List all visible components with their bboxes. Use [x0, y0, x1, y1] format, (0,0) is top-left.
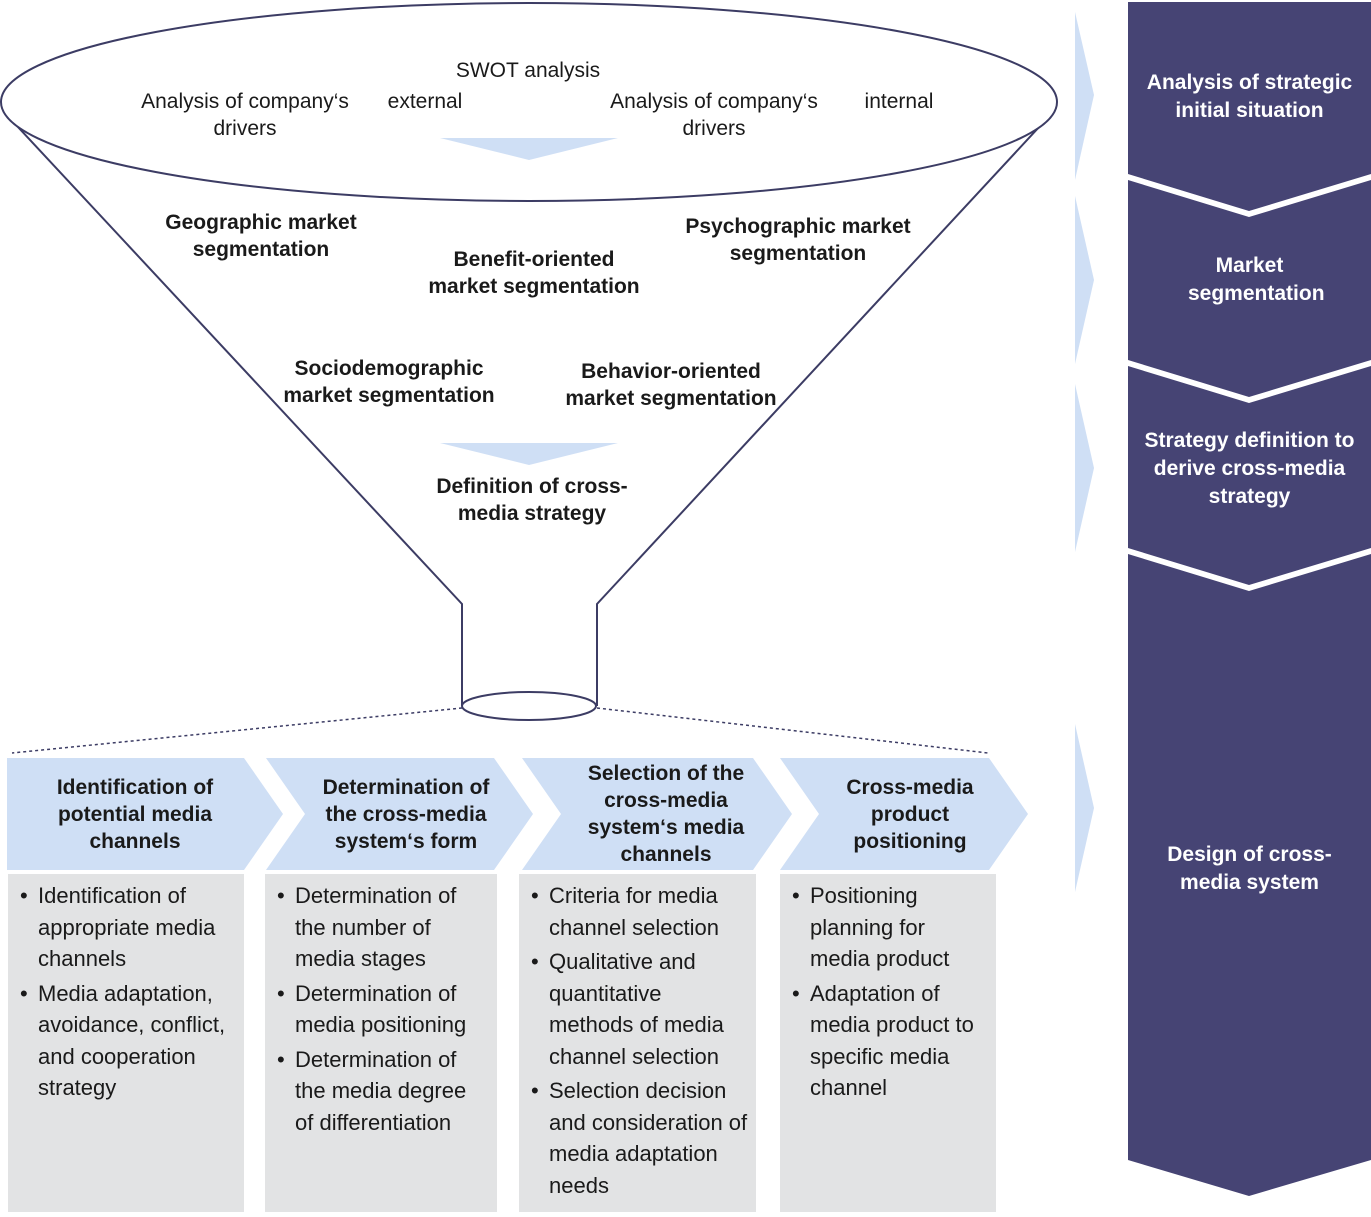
step-chevron-2 — [266, 758, 533, 870]
step-title-1: Identification of potential media channe… — [56, 776, 214, 853]
list-item: Qualitative and quantitative methods of … — [531, 946, 748, 1072]
strategy-definition-label: Definition of cross-media strategy — [436, 475, 628, 525]
step-details-2: Determination of the number of media sta… — [265, 874, 497, 1212]
stage-label-design: Design of cross-media system — [1167, 843, 1332, 894]
benefit-segmentation: Benefit-oriented market segmentation — [428, 248, 640, 298]
dotted-line-left — [11, 707, 463, 754]
down-arrow-swot — [440, 138, 618, 160]
stage-chevron-2 — [1128, 180, 1371, 397]
down-arrow-segments — [440, 443, 618, 465]
geographic-segmentation: Geographic market segmentation — [165, 211, 357, 261]
psychographic-segmentation: Psychographic market segmentation — [685, 215, 911, 265]
sociodemographic-segmentation: Sociodemographic market segmentation — [283, 357, 495, 407]
list-item: Adaptation of media product to specific … — [792, 978, 988, 1104]
funnel-spout-ellipse — [461, 691, 597, 721]
step-title-3: Selection of the cross-media system‘s me… — [587, 762, 745, 866]
funnel-body — [3, 111, 1054, 706]
stage-label-strategy-definition: Strategy definition to derive cross-medi… — [1144, 429, 1355, 508]
stage-marker-3 — [1075, 384, 1094, 552]
internal-label: internal — [864, 90, 934, 113]
step-details-1: Identification of appropriate media chan… — [8, 874, 244, 1212]
list-item: Determination of media positioning — [277, 978, 489, 1041]
funnel-top-ellipse — [0, 2, 1058, 202]
stage-marker-2 — [1075, 196, 1094, 364]
stage-chevron-1 — [1128, 2, 1371, 211]
stage-chevron-4 — [1128, 554, 1371, 1196]
list-item: Criteria for media channel selection — [531, 880, 748, 943]
stage-label-market-segmentation: Market segmentation — [1188, 254, 1325, 305]
stage-label-analysis: Analysis of strategic initial situation — [1146, 71, 1353, 122]
list-item: Media adaptation, avoidance, conflict, a… — [20, 978, 236, 1104]
external-drivers-label: Analysis of company‘s drivers — [141, 90, 349, 140]
list-item: Identification of appropriate media chan… — [20, 880, 236, 975]
internal-drivers-label: Analysis of company‘s drivers — [610, 90, 818, 140]
step-details-4: Positioning planning for media product A… — [780, 874, 996, 1212]
stage-marker-4 — [1075, 724, 1094, 892]
step-details-3: Criteria for media channel selection Qua… — [519, 874, 756, 1212]
dotted-line-right — [596, 707, 989, 754]
list-item: Positioning planning for media product — [792, 880, 988, 975]
stage-marker-1 — [1075, 12, 1094, 180]
list-item: Determination of the number of media sta… — [277, 880, 489, 975]
step-chevron-4 — [780, 758, 1028, 870]
swot-title: SWOT analysis — [455, 59, 601, 82]
step-chevron-1 — [7, 758, 283, 870]
step-chevron-3 — [522, 758, 792, 870]
external-label: external — [387, 90, 463, 113]
list-item: Determination of the media degree of dif… — [277, 1044, 489, 1139]
step-title-4: Cross-media product positioning — [846, 776, 974, 853]
behavior-segmentation: Behavior-oriented market segmentation — [565, 360, 777, 410]
step-title-2: Determination of the cross-media system‘… — [322, 776, 490, 853]
list-item: Selection decision and consideration of … — [531, 1075, 748, 1201]
stage-chevron-3 — [1128, 366, 1371, 585]
